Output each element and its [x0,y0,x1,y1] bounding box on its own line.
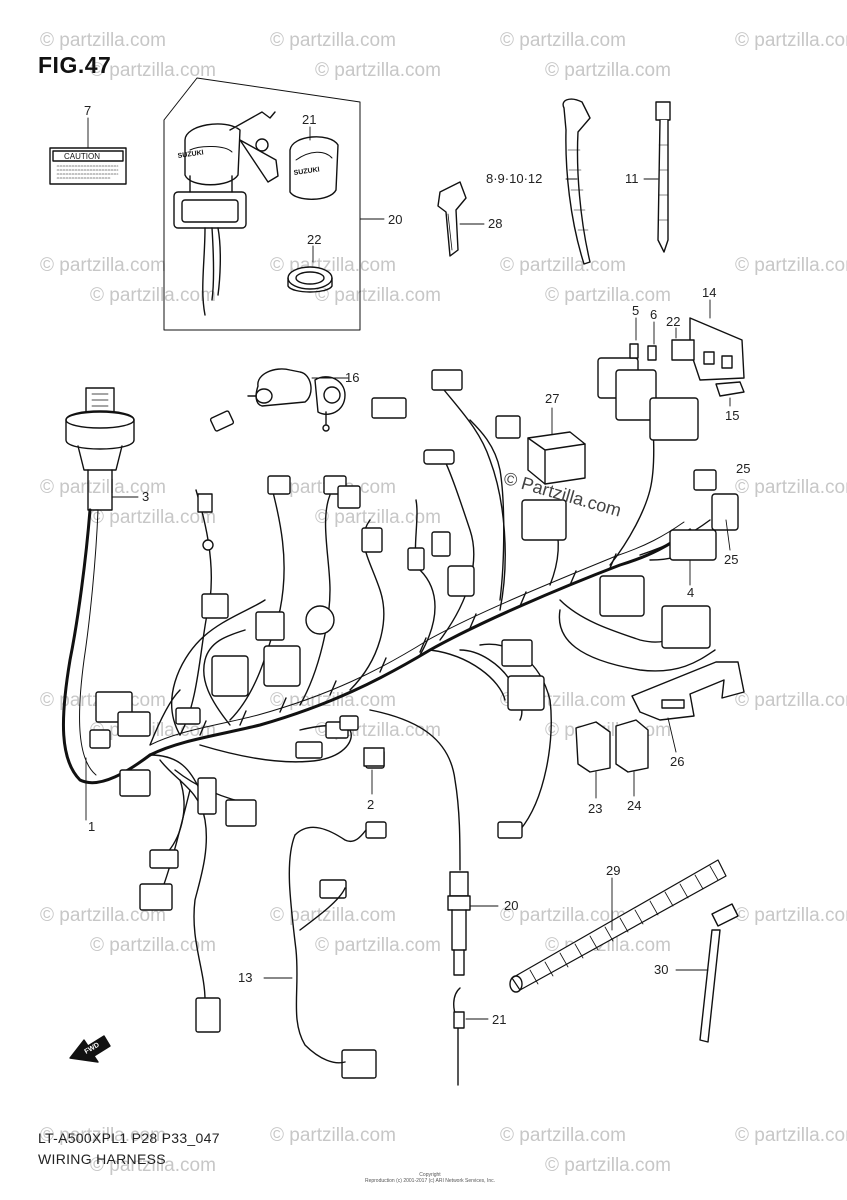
callout-8-9-10-12[interactable]: 8·9·10·12 [486,171,543,186]
callout-13[interactable]: 13 [238,970,253,985]
footer-diagram-name: WIRING HARNESS [38,1151,166,1167]
copyright-line-2: Reproduction (c) 2001-2017 (c) ARI Netwo… [364,1178,496,1184]
callout-4[interactable]: 4 [687,585,695,600]
watermark: © partzilla.com [90,935,216,956]
watermark: © partzilla.com [500,905,626,926]
watermark: © partzilla.com [90,285,216,306]
watermark: © partzilla.com [270,30,396,51]
watermark: © partzilla.com [40,477,166,498]
harness-grommet-icon [65,387,139,511]
callout-15[interactable]: 15 [725,408,740,423]
callout-2[interactable]: 2 [367,797,375,812]
callout-26[interactable]: 26 [670,754,685,769]
watermark: © partzilla.com [545,60,671,81]
copyright-notice: Copyright Reproduction (c) 2001-2017 (c)… [330,1172,530,1184]
spring-clip-icon [453,987,489,1086]
watermark: © partzilla.com [545,1155,671,1176]
watermark: © partzilla.com [735,905,847,926]
watermark: © partzilla.com [90,1155,216,1176]
watermark: © partzilla.com [270,905,396,926]
small-connector-icon [363,747,385,767]
callout-6[interactable]: 6 [650,307,658,322]
caution-label-icon [49,117,127,185]
callout-18[interactable]: 21 [302,112,317,127]
watermark: © partzilla.com [735,30,847,51]
watermark: © partzilla.com [40,30,166,51]
callout-25-b[interactable]: 25 [724,552,739,567]
figure-title: FIG.47 [38,52,112,78]
callout-3[interactable]: 3 [142,489,150,504]
wire-clamp-icon [562,98,591,265]
watermark: © partzilla.com [40,905,166,926]
callout-29[interactable]: 29 [606,863,621,878]
watermark: © partzilla.com [500,1125,626,1146]
sub-harness-icon [288,826,367,1064]
callout-28[interactable]: 28 [488,216,503,231]
callout-30[interactable]: 30 [654,962,669,977]
watermark: © partzilla.com [90,60,216,81]
callout-14[interactable]: 14 [702,285,717,300]
cover-brand-text: SUZUKI [293,166,320,177]
watermark: © partzilla.com [735,690,847,711]
forward-direction-arrow-icon [69,1035,111,1063]
callout-27[interactable]: 27 [545,391,560,406]
watermark: © partzilla.com [500,30,626,51]
ignition-switch-set-icon [163,77,385,331]
watermark: © partzilla.com [40,255,166,276]
copyright-line-1: Copyright [419,1172,441,1178]
callout-5[interactable]: 5 [632,303,640,318]
callout-24[interactable]: 24 [627,798,642,813]
callout-11[interactable]: 11 [625,171,639,186]
callout-19[interactable]: 22 [307,232,322,247]
callout-16[interactable]: 16 [345,370,360,385]
callout-leaders [85,377,731,979]
mount-cable-tie-icon [675,903,739,1043]
watermark: © partzilla.com [735,255,847,276]
watermark: © partzilla.com [315,507,441,528]
caution-label-text: CAUTION [64,152,100,161]
watermark: © partzilla.com [735,477,847,498]
oxygen-sensor-icon [447,871,499,976]
watermark: © partzilla.com [270,1125,396,1146]
mounting-bracket-icon [631,661,745,753]
watermark: © partzilla.com [315,60,441,81]
footer-model-code: LT-A500XPL1 P28 P33_047 [38,1130,220,1146]
corrugated-tube-icon [509,859,727,993]
fuse-box-bracket-icon [629,299,745,407]
key-brand-text: SUZUKI [177,149,204,160]
watermark: © partzilla.com [90,507,216,528]
key-blank-icon [437,181,485,257]
connector-cap-icon [575,719,649,799]
relay-icon [527,407,586,485]
watermark: © partzilla.com [315,935,441,956]
callout-7[interactable]: 7 [84,103,92,118]
watermark: © partzilla.com [735,1125,847,1146]
callout-21[interactable]: 21 [492,1012,507,1027]
callout-23[interactable]: 23 [588,801,603,816]
cable-tie-icon [643,101,671,253]
watermark: © partzilla.com [315,285,441,306]
callout-20[interactable]: 20 [504,898,519,913]
callout-17[interactable]: 20 [388,212,403,227]
watermark: © partzilla.com [545,285,671,306]
watermark: © partzilla.com [40,1125,166,1146]
watermark: © partzilla.com [500,255,626,276]
connector-group-icon [89,357,739,1079]
power-socket-icon [247,368,346,432]
callout-25[interactable]: 25 [736,461,751,476]
callout-1[interactable]: 1 [88,819,96,834]
callout-22[interactable]: 22 [666,314,681,329]
